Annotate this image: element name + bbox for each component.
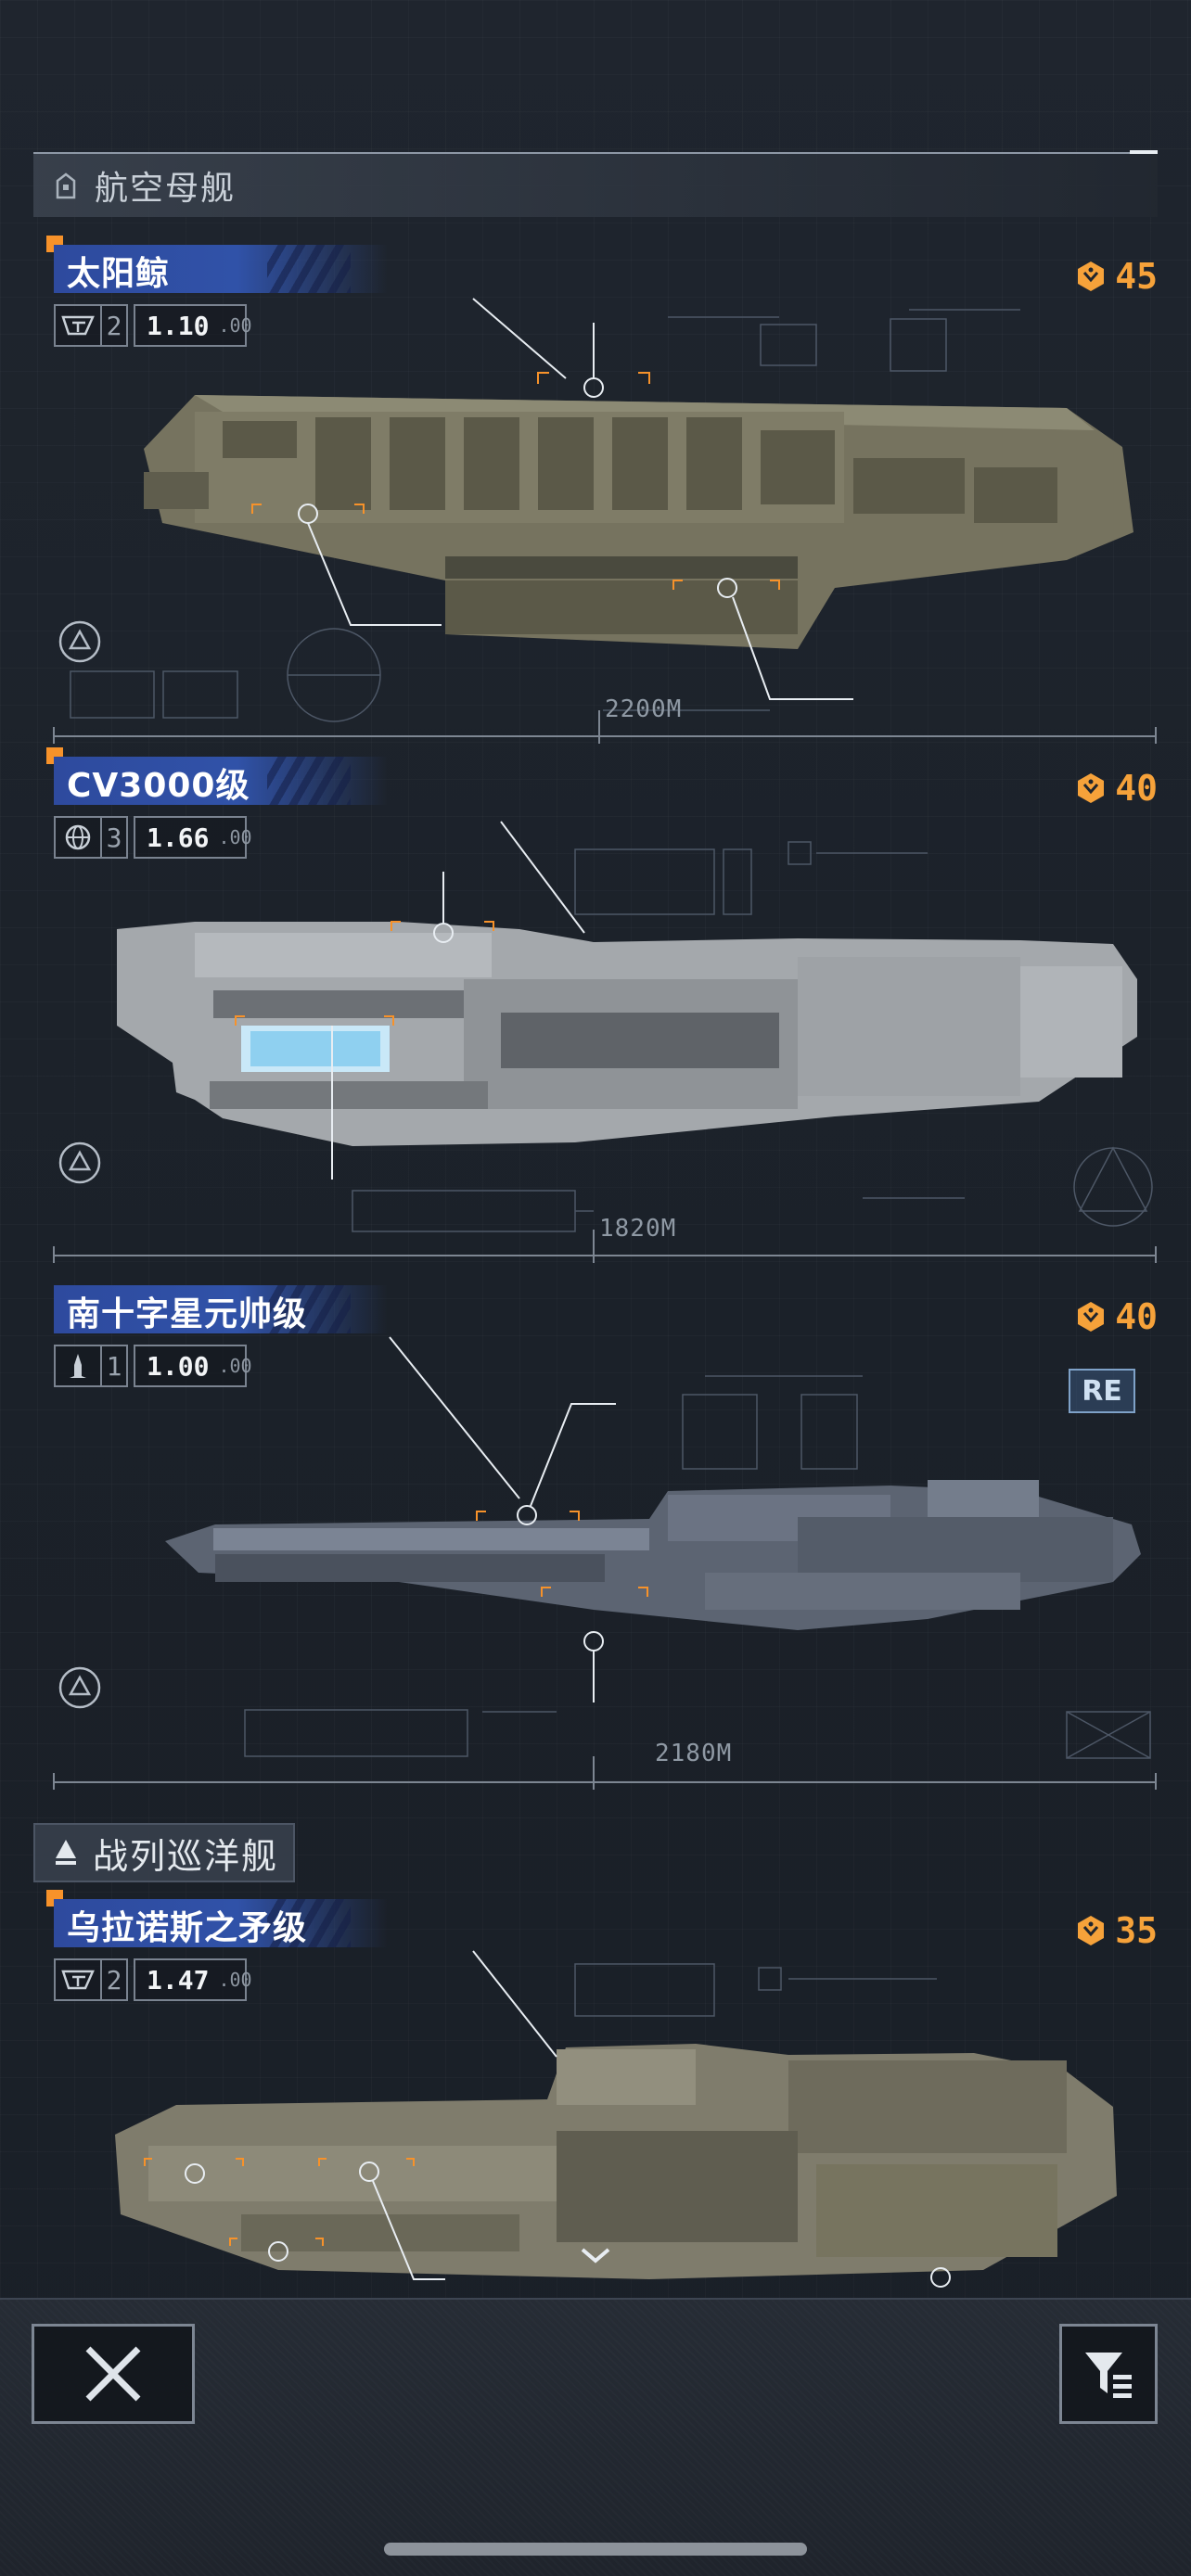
ship-blueprint-art (115, 1950, 1117, 2288)
globe-icon (54, 816, 102, 859)
command-cost: 40 (1074, 768, 1158, 809)
header-cap (1130, 150, 1158, 154)
ship-name: CV3000级 (67, 767, 250, 805)
ship-card[interactable]: CV3000级 3 1.66 .00 40 1820M (0, 747, 1191, 1267)
value-decimals: .00 (218, 314, 252, 337)
rocket-icon (54, 1345, 102, 1387)
command-point-icon (1078, 1302, 1105, 1332)
ship-tier: 2 (102, 1958, 128, 2001)
ship-value: 1.66 .00 (134, 816, 252, 859)
ship-name: 南十字星元帅级 (67, 1295, 308, 1333)
ship-blueprint-art (53, 821, 1157, 1263)
scroll-down-chevron-icon[interactable] (577, 2242, 614, 2270)
battlecruiser-category-icon (56, 1840, 76, 1865)
ship-value: 1.47 .00 (134, 1958, 252, 2001)
cost-value: 40 (1115, 768, 1158, 809)
ship-value: 1.10 .00 (134, 304, 252, 347)
ship-stats: 2 1.47 .00 (54, 1958, 252, 2001)
ship-value: 1.00 .00 (134, 1345, 252, 1387)
command-cost: 35 (1074, 1910, 1158, 1951)
ship-card[interactable]: 太阳鲸 2 1.10 .00 45 2200M (0, 236, 1191, 751)
home-indicator[interactable] (384, 2543, 807, 2556)
ship-length: 2180M (655, 1740, 733, 1767)
bottom-toolbar (0, 2298, 1191, 2576)
name-band (54, 1285, 388, 1333)
close-button[interactable] (32, 2324, 195, 2424)
blueprint-toggle-icon[interactable] (58, 619, 102, 664)
command-point-icon (1078, 773, 1105, 803)
ship-blueprint-art (53, 298, 1157, 744)
blueprint-toggle-icon[interactable] (58, 1141, 102, 1185)
faction-badge-icon (54, 304, 102, 347)
name-band (54, 757, 388, 805)
category-title: 战列巡洋舰 (93, 1835, 279, 1877)
ship-tier: 1 (102, 1345, 128, 1387)
ship-tier: 2 (102, 304, 128, 347)
ship-stats: 3 1.66 .00 (54, 816, 252, 859)
value-decimals: .00 (218, 1969, 252, 1991)
ship-blueprint-art (53, 1336, 1157, 1790)
ship-tier: 3 (102, 816, 128, 859)
ship-stats: 2 1.10 .00 (54, 304, 252, 347)
blueprint-toggle-icon[interactable] (58, 1665, 102, 1710)
category-title: 航空母舰 (95, 170, 237, 208)
name-band (54, 1899, 388, 1947)
value-main: 1.10 (147, 310, 210, 341)
ship-stats: 1 1.00 .00 (54, 1345, 252, 1387)
ship-length: 1820M (599, 1215, 677, 1243)
value-decimals: .00 (218, 1355, 252, 1377)
cost-value: 40 (1115, 1296, 1158, 1337)
ship-length: 2200M (605, 695, 683, 723)
ship-card[interactable]: 乌拉诺斯之矛级 2 1.47 .00 35 (0, 1890, 1191, 2298)
faction-badge-icon (54, 1958, 102, 2001)
re-badge: RE (1069, 1369, 1135, 1413)
command-cost: 40 (1074, 1296, 1158, 1337)
toolbar-texture (0, 2300, 1191, 2576)
category-header-battlecruiser: 战列巡洋舰 (33, 1823, 295, 1882)
value-main: 1.00 (147, 1350, 210, 1382)
filter-icon (1085, 2353, 1132, 2398)
name-band (54, 245, 388, 293)
carrier-category-icon (56, 172, 76, 199)
ship-name: 乌拉诺斯之矛级 (67, 1909, 308, 1947)
cost-value: 45 (1115, 256, 1158, 297)
close-icon (85, 2346, 141, 2402)
ship-card[interactable]: 南十字星元帅级 1 1.00 .00 40 RE 2180M (0, 1276, 1191, 1795)
command-point-icon (1078, 1916, 1105, 1945)
ship-name: 太阳鲸 (67, 255, 171, 293)
value-main: 1.47 (147, 1964, 210, 1996)
value-main: 1.66 (147, 822, 210, 853)
cost-value: 35 (1115, 1910, 1158, 1951)
category-header-carrier: 航空母舰 (33, 150, 1158, 217)
value-decimals: .00 (218, 826, 252, 848)
command-point-icon (1078, 261, 1105, 291)
filter-button[interactable] (1059, 2324, 1158, 2424)
command-cost: 45 (1074, 256, 1158, 297)
